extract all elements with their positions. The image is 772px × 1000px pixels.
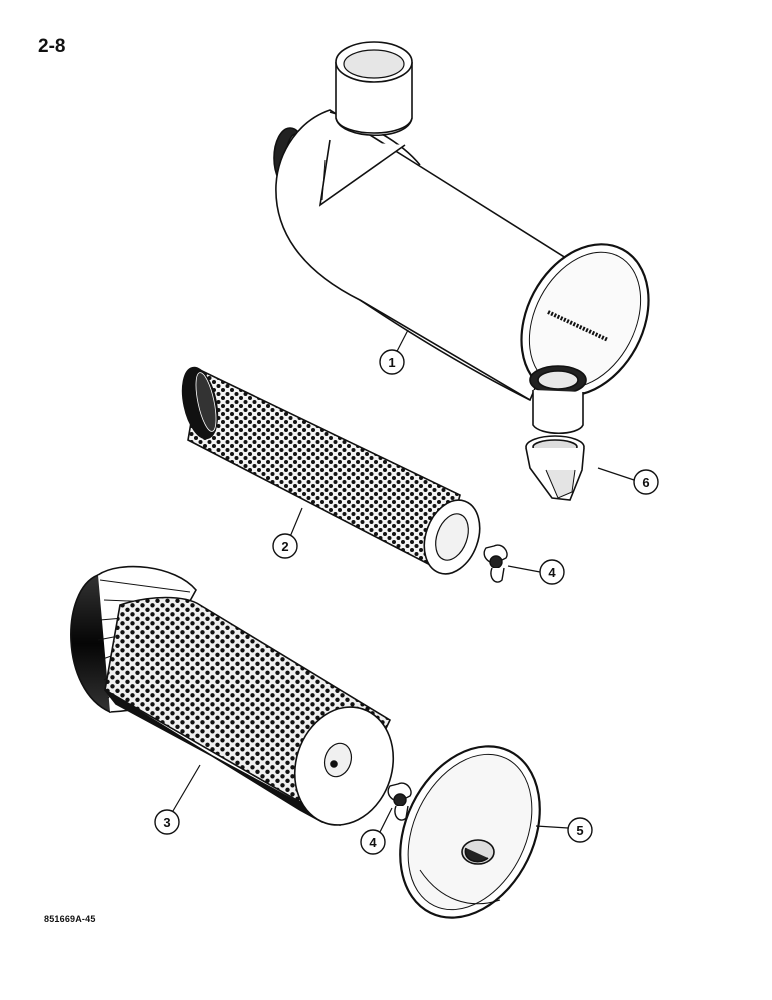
callout-2: 2 [272, 533, 298, 559]
leader-3 [169, 764, 201, 817]
leader-4b [378, 807, 393, 835]
leader-4a [507, 565, 541, 573]
svg-text:3: 3 [163, 815, 170, 830]
svg-text:4: 4 [548, 565, 556, 580]
wing-nut-upper [483, 544, 508, 583]
callout-6: 6 [633, 469, 659, 495]
svg-text:6: 6 [642, 475, 649, 490]
page-number: 2-8 [38, 36, 66, 57]
svg-text:4: 4 [369, 835, 377, 850]
callout-3: 3 [154, 809, 180, 835]
housing-part-1 [273, 41, 650, 435]
inner-filter-part-2 [181, 366, 481, 575]
callout-5: 5 [567, 817, 593, 843]
wing-nut-lower [387, 782, 412, 821]
svg-text:2: 2 [281, 539, 288, 554]
callout-1: 1 [379, 349, 405, 375]
callout-4a: 4 [539, 559, 565, 585]
dust-valve-part-6 [525, 435, 585, 501]
figure-code: 851669A-45 [44, 914, 96, 924]
svg-text:5: 5 [576, 823, 583, 838]
callout-4b: 4 [360, 829, 386, 855]
end-cover-part-5 [399, 745, 541, 919]
svg-text:1: 1 [388, 355, 395, 370]
leader-5 [535, 825, 569, 829]
leader-6 [597, 467, 635, 481]
primary-filter-part-3 [70, 565, 395, 827]
